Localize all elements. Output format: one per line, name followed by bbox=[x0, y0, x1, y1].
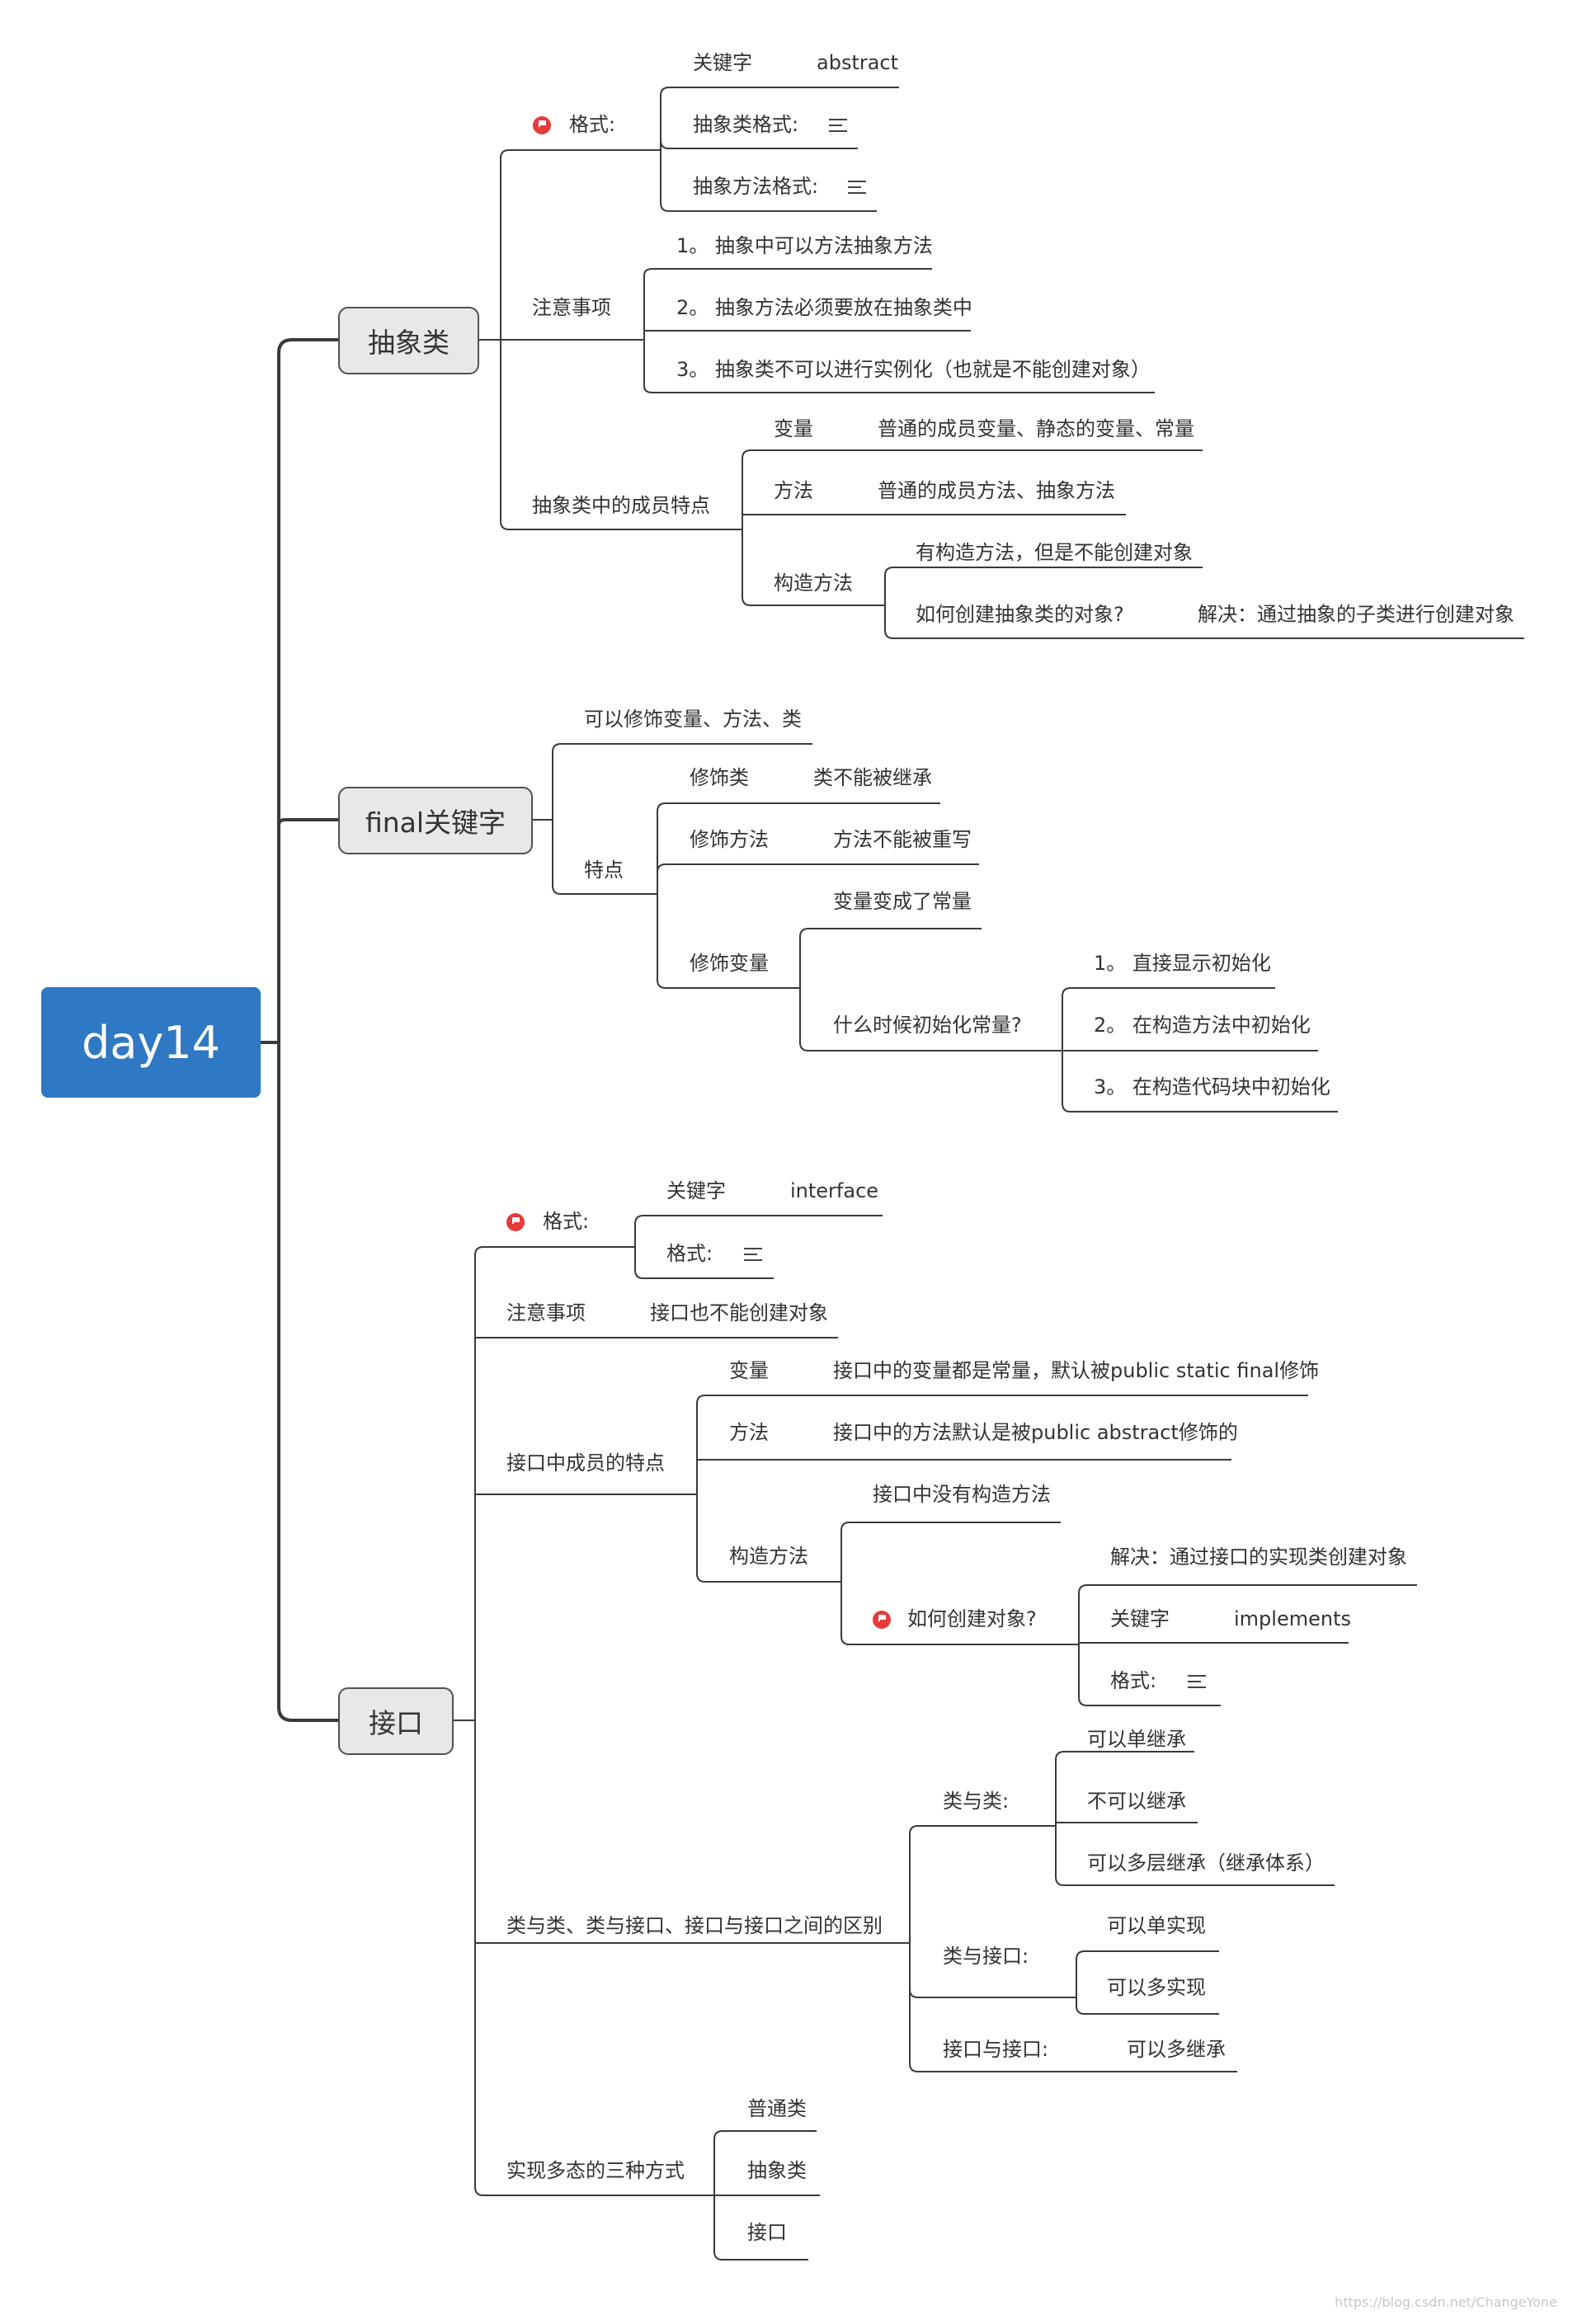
poly-label[interactable]: 实现多态的三种方式 bbox=[506, 2159, 685, 2182]
notes-icon[interactable] bbox=[848, 181, 866, 195]
diff-class-iface-2[interactable]: 可以多实现 bbox=[1107, 1976, 1206, 1999]
flag-icon bbox=[506, 1213, 525, 1231]
final-class-value[interactable]: 类不能被继承 bbox=[813, 766, 932, 789]
final-method-value[interactable]: 方法不能被重写 bbox=[833, 828, 972, 851]
final-init-3[interactable]: 3。 在构造代码块中初始化 bbox=[1094, 1075, 1330, 1098]
root-node[interactable]: day14 bbox=[41, 987, 261, 1098]
interface-diff-label[interactable]: 类与类、类与接口、接口与接口之间的区别 bbox=[506, 1914, 883, 1937]
final-can[interactable]: 可以修饰变量、方法、类 bbox=[584, 708, 802, 731]
abstract-note-3[interactable]: 3。 抽象类不可以进行实例化（也就是不能创建对象） bbox=[676, 358, 1151, 381]
abstract-class-format[interactable]: 抽象类格式: bbox=[693, 113, 799, 136]
interface-method-label[interactable]: 方法 bbox=[729, 1421, 769, 1444]
abstract-method-value[interactable]: 普通的成员方法、抽象方法 bbox=[878, 479, 1115, 502]
interface-ctor-none[interactable]: 接口中没有构造方法 bbox=[873, 1483, 1051, 1506]
diff-iface-iface-value[interactable]: 可以多继承 bbox=[1127, 2038, 1226, 2061]
interface-members-label[interactable]: 接口中成员的特点 bbox=[506, 1451, 665, 1475]
interface-format-label[interactable]: 格式: bbox=[543, 1210, 590, 1233]
diff-class-iface-label[interactable]: 类与接口: bbox=[943, 1945, 1029, 1968]
abstract-var-value[interactable]: 普通的成员变量、静态的变量、常量 bbox=[878, 417, 1194, 440]
interface-notes-label[interactable]: 注意事项 bbox=[506, 1301, 586, 1324]
poly-item-3[interactable]: 接口 bbox=[747, 2221, 787, 2244]
interface-var-label[interactable]: 变量 bbox=[729, 1359, 769, 1382]
interface-var-value[interactable]: 接口中的变量都是常量，默认被public static final修饰 bbox=[833, 1359, 1320, 1382]
diff-class-iface-1[interactable]: 可以单实现 bbox=[1107, 1914, 1206, 1937]
abstract-ctor-question[interactable]: 如何创建抽象类的对象? bbox=[916, 603, 1124, 626]
interface-keyword-label[interactable]: 关键字 bbox=[666, 1179, 726, 1202]
final-var-label[interactable]: 修饰变量 bbox=[690, 952, 769, 975]
poly-item-2[interactable]: 抽象类 bbox=[747, 2159, 807, 2182]
topic-final-keyword[interactable]: final关键字 bbox=[338, 787, 533, 854]
final-init-question[interactable]: 什么时候初始化常量? bbox=[833, 1014, 1022, 1037]
diff-class-class-3[interactable]: 可以多层继承（继承体系） bbox=[1087, 1851, 1325, 1875]
diff-iface-iface-label[interactable]: 接口与接口: bbox=[943, 2038, 1049, 2061]
diff-class-class-2[interactable]: 不可以继承 bbox=[1087, 1790, 1186, 1813]
notes-icon[interactable] bbox=[744, 1248, 762, 1263]
interface-keyword-value[interactable]: interface bbox=[790, 1179, 879, 1202]
watermark: https://blog.csdn.net/ChangeYone bbox=[1335, 2294, 1557, 2310]
abstract-ctor-has[interactable]: 有构造方法，但是不能创建对象 bbox=[916, 541, 1193, 564]
interface-ctor-label[interactable]: 构造方法 bbox=[729, 1545, 808, 1568]
abstract-var-label[interactable]: 变量 bbox=[774, 417, 813, 440]
interface-method-value[interactable]: 接口中的方法默认是被public abstract修饰的 bbox=[833, 1421, 1238, 1444]
topic-interface[interactable]: 接口 bbox=[338, 1687, 454, 1755]
abstract-keyword-label[interactable]: 关键字 bbox=[693, 51, 752, 74]
interface-impl-value[interactable]: implements bbox=[1234, 1607, 1351, 1630]
interface-notes-value[interactable]: 接口也不能创建对象 bbox=[650, 1301, 828, 1324]
final-init-2[interactable]: 2。 在构造方法中初始化 bbox=[1094, 1014, 1311, 1037]
abstract-ctor-label[interactable]: 构造方法 bbox=[774, 572, 853, 595]
final-var-const[interactable]: 变量变成了常量 bbox=[833, 890, 972, 913]
abstract-members-label[interactable]: 抽象类中的成员特点 bbox=[532, 494, 710, 517]
diff-class-class-1[interactable]: 可以单继承 bbox=[1087, 1728, 1186, 1751]
interface-impl-fmt[interactable]: 格式: bbox=[1110, 1669, 1157, 1692]
final-method-label[interactable]: 修饰方法 bbox=[690, 828, 769, 851]
poly-item-1[interactable]: 普通类 bbox=[747, 2097, 807, 2120]
interface-fmt-label[interactable]: 格式: bbox=[666, 1242, 713, 1265]
abstract-keyword-value[interactable]: abstract bbox=[817, 51, 899, 74]
final-class-label[interactable]: 修饰类 bbox=[690, 766, 749, 789]
diff-class-class-label[interactable]: 类与类: bbox=[943, 1790, 1010, 1813]
abstract-method-label[interactable]: 方法 bbox=[774, 479, 813, 502]
final-feature-label[interactable]: 特点 bbox=[584, 859, 624, 882]
interface-create-question[interactable]: 如何创建对象? bbox=[907, 1607, 1037, 1630]
final-init-1[interactable]: 1。 直接显示初始化 bbox=[1094, 952, 1271, 975]
abstract-notes-label[interactable]: 注意事项 bbox=[532, 296, 611, 319]
interface-create-answer[interactable]: 解决：通过接口的实现类创建对象 bbox=[1110, 1545, 1407, 1569]
abstract-format-label[interactable]: 格式: bbox=[569, 113, 616, 136]
topic-abstract-class[interactable]: 抽象类 bbox=[338, 307, 479, 374]
flag-icon bbox=[533, 116, 551, 134]
notes-icon[interactable] bbox=[1188, 1675, 1206, 1690]
notes-icon[interactable] bbox=[829, 119, 847, 134]
abstract-note-2[interactable]: 2。 抽象方法必须要放在抽象类中 bbox=[676, 296, 972, 319]
abstract-method-format[interactable]: 抽象方法格式: bbox=[693, 175, 819, 198]
flag-icon bbox=[873, 1611, 891, 1629]
abstract-ctor-answer[interactable]: 解决：通过抽象的子类进行创建对象 bbox=[1198, 603, 1514, 626]
interface-impl-label[interactable]: 关键字 bbox=[1110, 1607, 1170, 1630]
abstract-note-1[interactable]: 1。 抽象中可以方法抽象方法 bbox=[676, 234, 933, 257]
